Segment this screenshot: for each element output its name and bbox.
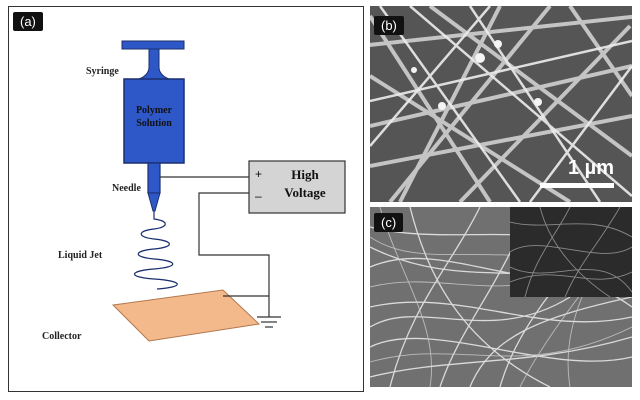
collector-label: Collector xyxy=(42,331,82,342)
schematic-panel: Syringe Polymer Solution Needle Liquid J… xyxy=(8,6,364,392)
panel-c-tag: (c) xyxy=(374,213,404,232)
hv-label-2: Voltage xyxy=(284,185,326,200)
ground-wire xyxy=(198,192,270,307)
plunger-rod xyxy=(138,48,170,80)
syringe-needle xyxy=(147,162,161,194)
panel-b-tag: (b) xyxy=(374,16,404,35)
scale-bar xyxy=(540,183,614,188)
needle-label: Needle xyxy=(112,183,141,194)
sem-image-b: (b) 1 µm xyxy=(370,6,632,202)
liquid-jet-label: Liquid Jet xyxy=(58,250,103,261)
liquid-jet-spiral xyxy=(133,211,178,290)
sem-inset xyxy=(510,207,632,297)
electrospinning-diagram: Syringe Polymer Solution Needle Liquid J… xyxy=(42,40,346,342)
taylor-cone xyxy=(147,192,161,212)
polymer-label-1: Polymer xyxy=(136,105,173,116)
panel-a-tag: (a) xyxy=(13,12,43,31)
syringe-barrel xyxy=(123,78,185,164)
fiber-micrograph-b xyxy=(370,6,632,202)
sem-image-c: (c) xyxy=(370,207,632,387)
minus-terminal: – xyxy=(255,189,262,203)
scale-bar-label: 1 µm xyxy=(568,157,614,179)
power-supply-box xyxy=(248,160,346,214)
collector-plate xyxy=(111,289,261,342)
inset-micrograph xyxy=(510,207,632,297)
plunger-cap xyxy=(121,40,185,50)
polymer-label-2: Solution xyxy=(136,118,172,129)
plus-terminal: + xyxy=(255,167,262,181)
syringe-label: Syringe xyxy=(86,66,119,77)
hv-label-1: High xyxy=(291,167,319,182)
